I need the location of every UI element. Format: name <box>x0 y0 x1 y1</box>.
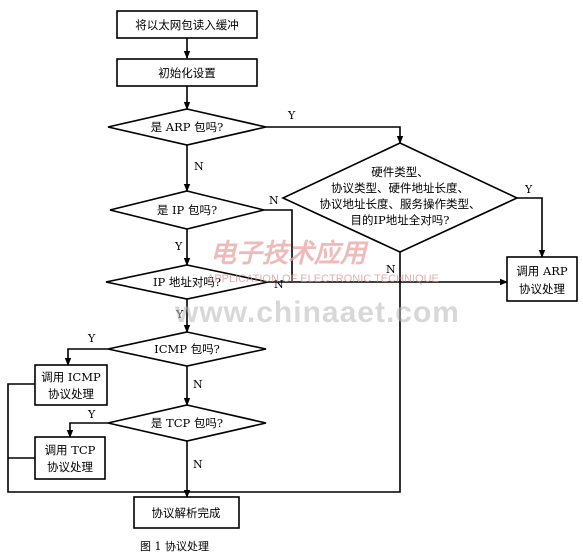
label-arp-no: N <box>194 160 204 173</box>
node-is-ip-label: 是 IP 包吗? <box>157 203 217 217</box>
node-init: 初始化设置 <box>116 58 258 87</box>
figure-caption: 图 1 协议处理 <box>140 539 209 553</box>
node-call-icmp-line-1: 调用 ICMP <box>41 370 101 384</box>
node-start: 将以太网包读入缓冲 <box>116 10 258 39</box>
node-ip-addr: IP 地址对吗? <box>105 264 269 300</box>
node-hw-check-line-1: 硬件类型、 <box>371 165 429 179</box>
edge-icmp-yes <box>64 348 108 366</box>
edge-hw-no <box>187 252 401 493</box>
label-hw-no: N <box>386 263 396 276</box>
process-box <box>116 58 258 87</box>
process-box <box>34 436 106 480</box>
edge-ip-no <box>264 209 508 286</box>
label-arp-yes: Y <box>287 109 296 122</box>
label-tcp-no: N <box>193 458 203 471</box>
watermark-subtitle: APPLICATION OF ELECTRONIC TECHNIQUE <box>207 273 439 285</box>
label-ipaddr-yes: Y <box>175 308 184 321</box>
watermark-logo: 电子技术应用 <box>210 239 369 269</box>
edge-arp-yes <box>266 126 404 144</box>
node-hw-check-line-4: 目的IP地址全对吗? <box>351 213 450 227</box>
node-hw-check: 硬件类型、 协议类型、硬件地址长度、 协议地址长度、服务操作类型、 目的IP地址… <box>281 142 519 253</box>
process-box <box>133 496 240 529</box>
node-is-tcp: 是 TCP 包吗? <box>107 404 267 442</box>
node-is-ip: 是 IP 包吗? <box>109 190 265 230</box>
node-is-arp-label: 是 ARP 包吗? <box>151 120 224 134</box>
process-box <box>506 256 578 302</box>
label-ipaddr-no: N <box>274 278 284 291</box>
edges <box>7 38 546 498</box>
node-call-tcp-line-2: 协议处理 <box>47 460 93 474</box>
decision-diamond <box>107 108 267 146</box>
node-is-arp: 是 ARP 包吗? <box>107 108 267 146</box>
label-icmp-yes: Y <box>87 332 96 345</box>
node-is-tcp-label: 是 TCP 包吗? <box>151 416 223 430</box>
node-call-tcp: 调用 TCP 协议处理 <box>34 436 106 480</box>
process-box <box>116 10 258 39</box>
node-call-tcp-line-1: 调用 TCP <box>45 443 96 457</box>
node-hw-check-line-2: 协议类型、硬件地址长度、 <box>331 181 469 195</box>
node-call-icmp: 调用 ICMP 协议处理 <box>34 364 108 406</box>
edge-hw-yes <box>517 197 546 258</box>
node-is-icmp-label: ICMP 包吗? <box>154 342 220 356</box>
decision-diamond <box>107 331 267 367</box>
label-ip-no: N <box>269 194 279 207</box>
node-is-icmp: ICMP 包吗? <box>107 331 267 367</box>
decision-diamond <box>105 264 269 300</box>
node-call-arp: 调用 ARP 协议处理 <box>506 256 578 302</box>
label-hw-yes: Y <box>524 183 533 196</box>
watermark-url: www.chinaaet.com <box>174 296 460 329</box>
label-icmp-no: N <box>193 378 203 391</box>
decision-diamond <box>107 404 267 442</box>
node-ip-addr-label: IP 地址对吗? <box>153 275 221 289</box>
node-hw-check-line-3: 协议地址长度、服务操作类型、 <box>320 197 481 211</box>
edge-icmp-done <box>7 383 187 493</box>
edge-tcp-yes <box>66 422 108 438</box>
node-call-icmp-line-2: 协议处理 <box>48 387 94 401</box>
decision-diamond <box>281 142 519 253</box>
node-call-arp-line-1: 调用 ARP <box>516 264 568 278</box>
node-init-label: 初始化设置 <box>158 66 216 80</box>
node-start-label: 将以太网包读入缓冲 <box>135 18 239 32</box>
node-done: 协议解析完成 <box>133 496 240 529</box>
decision-diamond <box>109 190 265 230</box>
watermark: 电子技术应用 APPLICATION OF ELECTRONIC TECHNIQ… <box>174 239 460 329</box>
process-box <box>34 364 108 406</box>
label-tcp-yes: Y <box>87 408 96 421</box>
edge-labels: Y N Y N Y N N Y Y N Y N <box>87 109 533 471</box>
node-done-label: 协议解析完成 <box>152 506 221 520</box>
label-ip-yes: Y <box>174 240 183 253</box>
node-call-arp-line-2: 协议处理 <box>519 282 565 296</box>
